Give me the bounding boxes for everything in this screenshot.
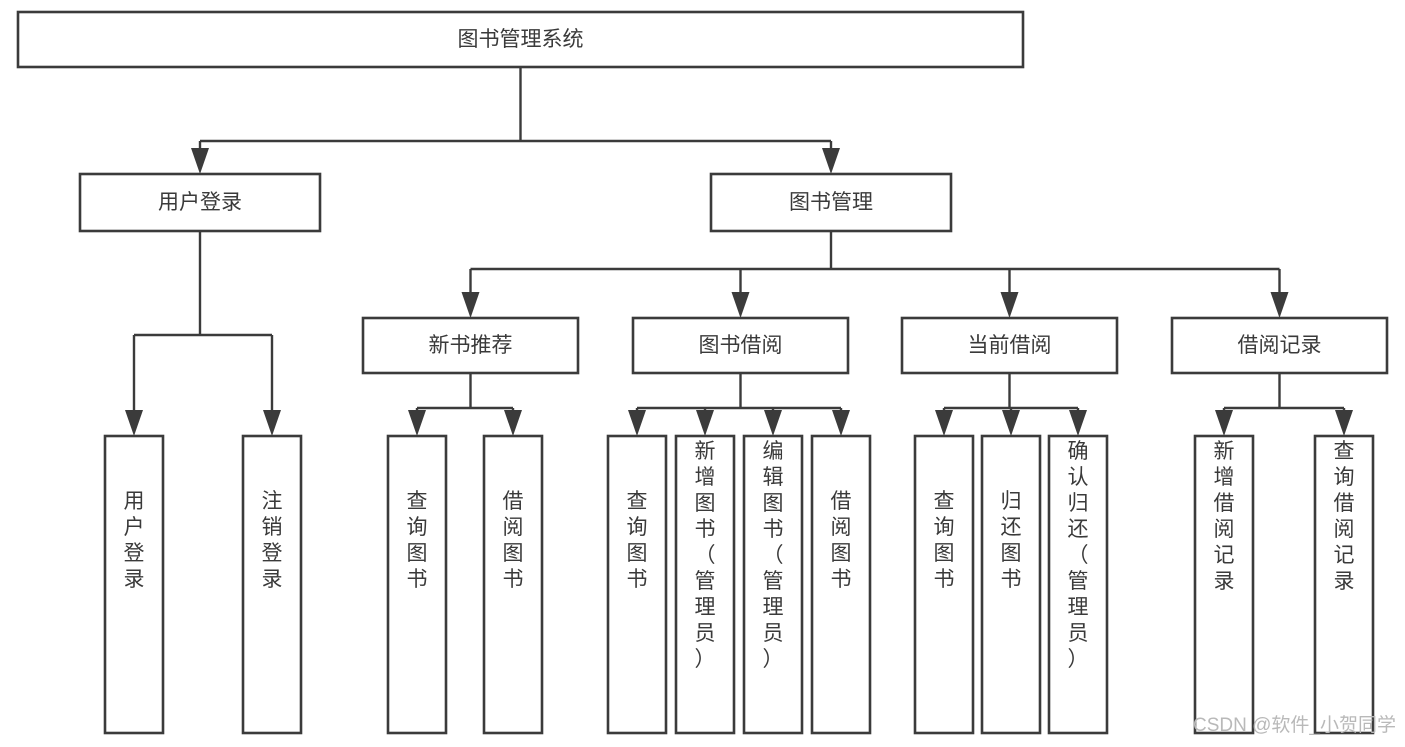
node-label: 新书推荐 bbox=[429, 334, 513, 357]
node-book-management[interactable]: 图书管理 bbox=[709, 172, 953, 233]
node-label: 当前借阅 bbox=[968, 334, 1052, 357]
arrow-head bbox=[731, 292, 750, 318]
node-edit-book-admin[interactable]: 编辑图书（管理员） bbox=[742, 434, 804, 735]
node-current-borrow[interactable]: 当前借阅 bbox=[900, 316, 1119, 375]
node-confirm-return-admin[interactable]: 确认归还（管理员） bbox=[1047, 434, 1109, 735]
arrow-head bbox=[461, 292, 480, 318]
arrow-head bbox=[1215, 410, 1233, 436]
arrow-head bbox=[263, 410, 281, 436]
node-box[interactable] bbox=[709, 172, 953, 233]
arrow-head bbox=[1335, 410, 1353, 436]
arrow-head bbox=[408, 410, 426, 436]
node-box[interactable] bbox=[631, 316, 850, 375]
arrow-head bbox=[832, 410, 850, 436]
node-box[interactable] bbox=[241, 434, 303, 735]
node-label: 查询借阅记录 bbox=[1334, 440, 1355, 593]
node-box[interactable] bbox=[1313, 434, 1375, 735]
connector-layer bbox=[125, 67, 1353, 436]
node-user-login-do[interactable]: 用户登录 bbox=[103, 434, 165, 735]
node-box[interactable] bbox=[78, 172, 322, 233]
node-box[interactable] bbox=[361, 316, 580, 375]
node-new-book-recommend[interactable]: 新书推荐 bbox=[361, 316, 580, 375]
node-box[interactable] bbox=[482, 434, 544, 735]
node-label: 新增借阅记录 bbox=[1214, 440, 1235, 593]
node-box[interactable] bbox=[810, 434, 872, 735]
arrow-head bbox=[822, 148, 840, 174]
arrow-head bbox=[125, 410, 143, 436]
arrow-head bbox=[1270, 292, 1289, 318]
arrow-head bbox=[504, 410, 522, 436]
node-label: 注销登录 bbox=[262, 490, 283, 591]
node-box[interactable] bbox=[1193, 434, 1255, 735]
node-box[interactable] bbox=[980, 434, 1042, 735]
node-box[interactable] bbox=[1170, 316, 1389, 375]
csdn-watermark: CSDN @软件_小贺同学 bbox=[1193, 714, 1396, 736]
node-label: 用户登录 bbox=[124, 490, 145, 591]
node-label: 归还图书 bbox=[1001, 490, 1022, 591]
node-label: 查询图书 bbox=[407, 490, 428, 591]
arrow-head bbox=[628, 410, 646, 436]
node-box[interactable] bbox=[16, 10, 1025, 69]
node-add-book-admin[interactable]: 新增图书（管理员） bbox=[674, 434, 736, 735]
node-box[interactable] bbox=[1047, 434, 1109, 735]
node-box[interactable] bbox=[674, 434, 736, 735]
node-query-book-3[interactable]: 查询图书 bbox=[913, 434, 975, 735]
node-box[interactable] bbox=[742, 434, 804, 735]
arrow-head bbox=[935, 410, 953, 436]
arrow-head bbox=[696, 410, 714, 436]
node-box[interactable] bbox=[606, 434, 668, 735]
node-undefined[interactable]: 图书管理系统 bbox=[16, 10, 1025, 69]
arrow-head bbox=[764, 410, 782, 436]
node-add-borrow-record[interactable]: 新增借阅记录 bbox=[1193, 434, 1255, 735]
node-box[interactable] bbox=[900, 316, 1119, 375]
node-label: 图书管理系统 bbox=[458, 28, 584, 51]
node-query-book-2[interactable]: 查询图书 bbox=[606, 434, 668, 735]
node-label: 编辑图书（管理员） bbox=[763, 440, 784, 671]
arrow-head bbox=[191, 148, 209, 174]
node-label: 查询图书 bbox=[934, 490, 955, 591]
node-return-book[interactable]: 归还图书 bbox=[980, 434, 1042, 735]
node-box[interactable] bbox=[386, 434, 448, 735]
arrow-head bbox=[1069, 410, 1087, 436]
node-label: 查询图书 bbox=[627, 490, 648, 591]
node-label: 图书借阅 bbox=[699, 334, 783, 357]
node-box[interactable] bbox=[913, 434, 975, 735]
node-box[interactable] bbox=[103, 434, 165, 735]
node-borrow-book-1[interactable]: 借阅图书 bbox=[482, 434, 544, 735]
node-label: 借阅图书 bbox=[831, 490, 852, 591]
node-label: 借阅图书 bbox=[503, 490, 524, 591]
node-borrow-book-2[interactable]: 借阅图书 bbox=[810, 434, 872, 735]
node-label: 借阅记录 bbox=[1238, 334, 1322, 357]
node-user-login[interactable]: 用户登录 bbox=[78, 172, 322, 233]
node-borrow-record[interactable]: 借阅记录 bbox=[1170, 316, 1389, 375]
arrow-head bbox=[1002, 410, 1020, 436]
node-label: 确认归还（管理员） bbox=[1068, 440, 1089, 671]
node-label: 用户登录 bbox=[158, 191, 242, 214]
node-query-borrow-record[interactable]: 查询借阅记录 bbox=[1313, 434, 1375, 735]
node-user-logout[interactable]: 注销登录 bbox=[241, 434, 303, 735]
node-label: 图书管理 bbox=[789, 191, 873, 214]
arrow-head bbox=[1000, 292, 1019, 318]
node-layer: 图书管理系统用户登录用户登录注销登录图书管理新书推荐查询图书借阅图书图书借阅查询… bbox=[16, 10, 1389, 735]
node-query-book-1[interactable]: 查询图书 bbox=[386, 434, 448, 735]
node-book-borrow[interactable]: 图书借阅 bbox=[631, 316, 850, 375]
node-label: 新增图书（管理员） bbox=[695, 440, 716, 671]
